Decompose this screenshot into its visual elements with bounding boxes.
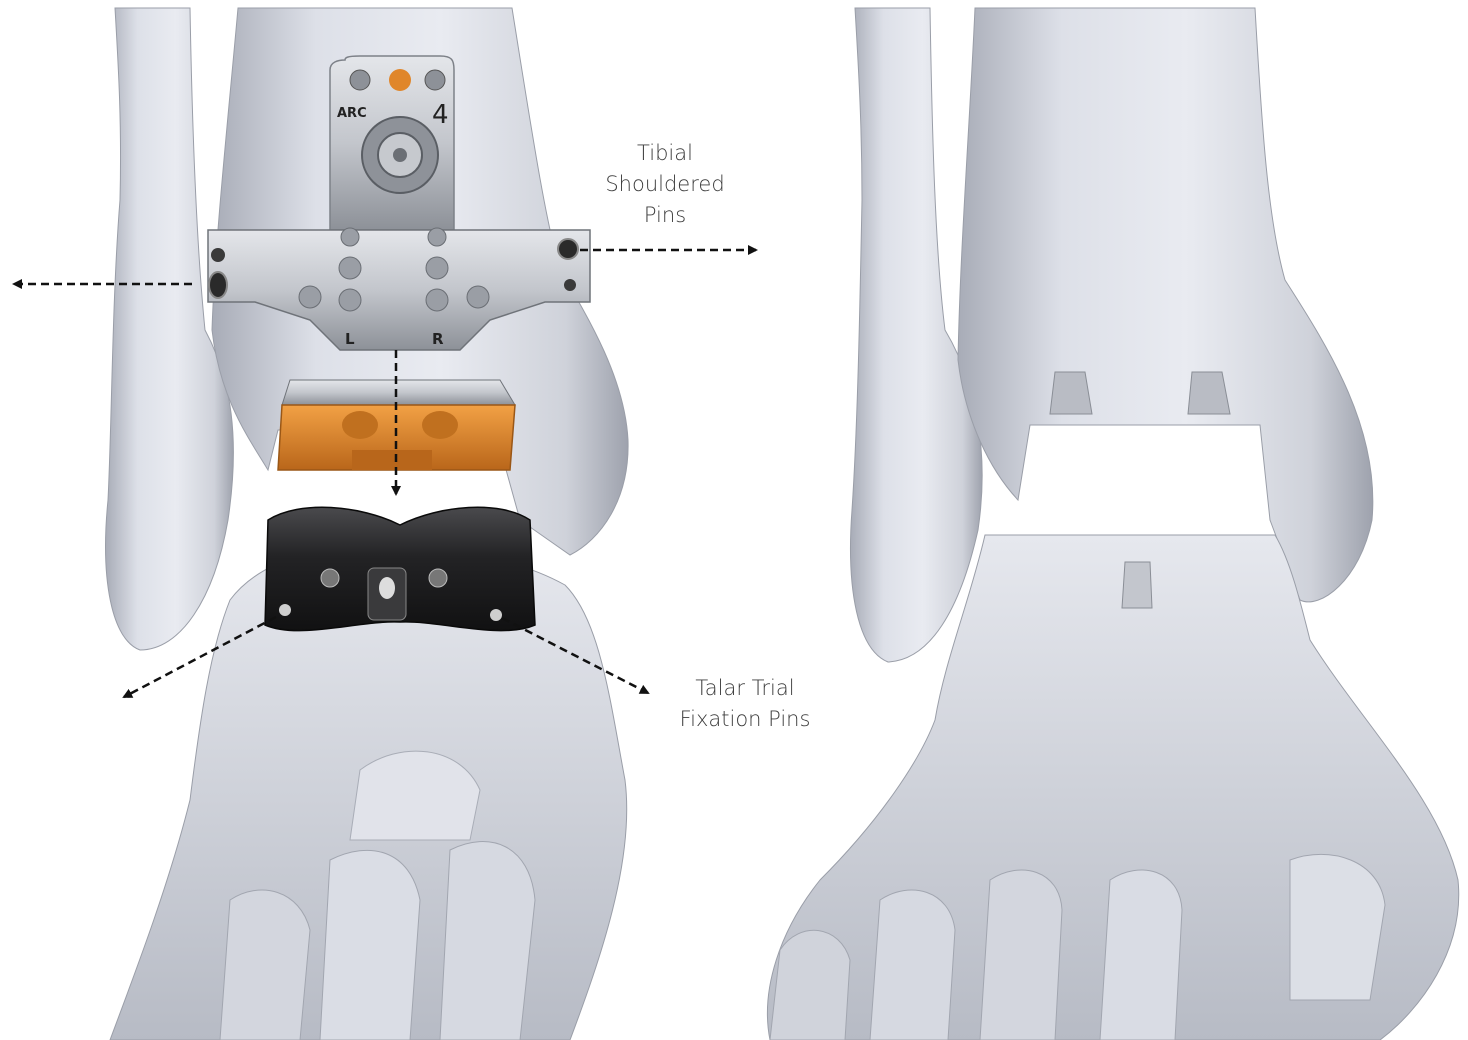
talar-label-line-2: Fixation Pins (660, 704, 830, 735)
tibial-label-line-3: Pins (590, 200, 740, 231)
talar-trial-fixation-pins-label: Talar Trial Fixation Pins (660, 673, 830, 735)
guide-size-text: 4 (432, 100, 449, 130)
talar-pin-hole-left (279, 604, 291, 616)
right-tibia (958, 8, 1373, 602)
talar-pin-hole-right (490, 609, 502, 621)
tibial-pin-hole-right (558, 239, 578, 259)
tibial-pin-hole-left (209, 272, 227, 298)
guide-brand-text: ARC (337, 106, 367, 121)
guide-left-marker: L (345, 330, 355, 348)
right-ankle (767, 8, 1458, 1040)
guide-right-marker: R (432, 330, 444, 348)
left-ankle: ARC 4 L R (106, 8, 629, 1040)
talar-label-line-1: Talar Trial (660, 673, 830, 704)
tibial-label-line-2: Shouldered (590, 169, 740, 200)
tibial-label-line-1: Tibial (590, 138, 740, 169)
tibial-shouldered-pins-label: Tibial Shouldered Pins (590, 138, 740, 231)
